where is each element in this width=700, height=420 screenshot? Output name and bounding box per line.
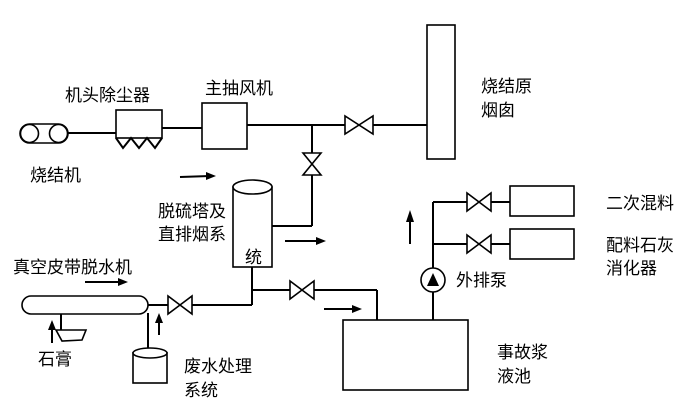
original-chimney-label-line1: 烧结原 xyxy=(481,77,532,97)
lime-slaker-box xyxy=(509,228,575,260)
main-exhaust-fan xyxy=(201,102,248,150)
butterfly-valve-icon xyxy=(301,152,323,176)
vacuum-belt-filter-label: 真空皮带脱水机 xyxy=(13,258,132,278)
pump-icon xyxy=(420,267,446,293)
secondary-mixing-label: 二次混料 xyxy=(606,194,674,214)
butterfly-valve-icon xyxy=(167,294,193,316)
flow-arrow-icon xyxy=(155,313,163,335)
sintering-machine xyxy=(19,123,69,144)
discharge-pump-label: 外排泵 xyxy=(456,271,507,291)
wastewater-label-line1: 废水处理 xyxy=(184,357,252,377)
gypsum-pile xyxy=(54,329,88,342)
main-exhaust-fan-label: 主抽风机 xyxy=(205,79,273,99)
head-dust-collector-label: 机头除尘器 xyxy=(65,86,150,106)
flow-arrow-icon xyxy=(85,278,128,286)
gypsum-label: 石膏 xyxy=(38,349,72,370)
original-chimney xyxy=(426,24,456,160)
desulfurization-label-line3: 统 xyxy=(245,248,262,268)
lime-slaker-label-line2: 消化器 xyxy=(606,259,657,279)
desulfurization-tower xyxy=(232,179,273,268)
emergency-tank-label-line1: 事故浆 xyxy=(497,343,548,363)
emergency-tank-label-line2: 液池 xyxy=(497,367,531,387)
head-dust-collector xyxy=(115,109,163,150)
original-chimney-label-line2: 烟囱 xyxy=(481,101,515,121)
desulfurization-label-line1: 脱硫塔及 xyxy=(158,202,226,222)
flow-arrow-icon xyxy=(406,210,414,244)
secondary-mixing-box xyxy=(509,185,575,217)
lime-slaker-label-line1: 配料石灰 xyxy=(606,236,674,256)
wastewater-label-line2: 系统 xyxy=(184,381,218,401)
vacuum-belt-filter xyxy=(21,295,149,315)
butterfly-valve-icon xyxy=(344,114,374,136)
sintering-machine-label: 烧结机 xyxy=(30,166,81,186)
wastewater-treatment-tank xyxy=(132,347,168,384)
butterfly-valve-icon xyxy=(289,279,315,301)
butterfly-valve-icon xyxy=(466,191,492,213)
flow-arrow-icon xyxy=(179,172,216,180)
flow-arrow-icon xyxy=(324,305,362,313)
flow-arrow-icon xyxy=(48,320,56,343)
emergency-slurry-tank xyxy=(342,319,469,391)
butterfly-valve-icon xyxy=(466,233,492,255)
flow-arrow-icon xyxy=(285,237,326,245)
desulfurization-label-line2: 直排烟系 xyxy=(158,225,226,245)
